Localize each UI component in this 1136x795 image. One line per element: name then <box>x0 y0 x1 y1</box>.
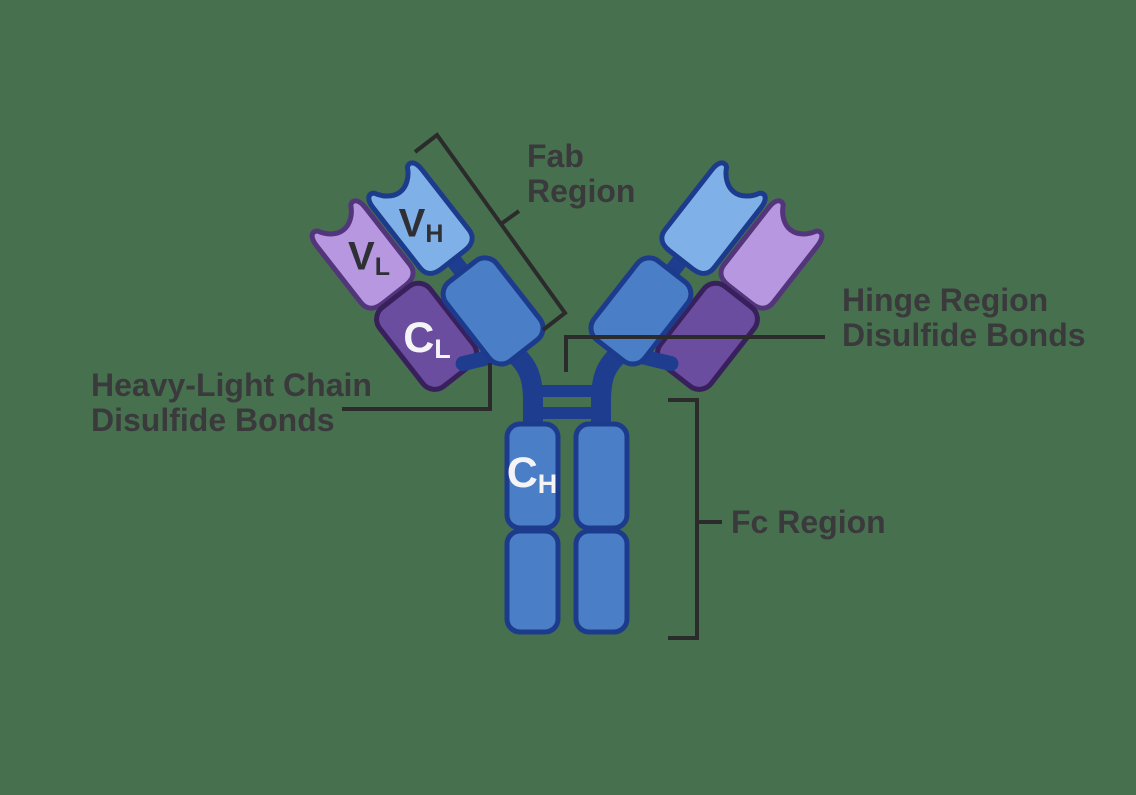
ch2-domain-right <box>573 421 630 531</box>
right-heavy-stalk <box>591 345 628 440</box>
vh-domain-left <box>366 160 475 276</box>
fc-region-domains <box>504 421 630 635</box>
ch-label-main: C <box>506 449 538 498</box>
heavy-light-chain-label-line1: Heavy-Light Chain <box>91 367 372 403</box>
ch-label-sub: H <box>537 468 558 499</box>
fc-region-label: Fc Region <box>731 505 886 540</box>
vl-domain-left <box>309 198 416 311</box>
fc-region-label-text: Fc Region <box>731 504 886 540</box>
hinge-region <box>506 345 628 440</box>
fc-region-bracket <box>668 398 699 640</box>
ch2-domain-left <box>504 421 561 531</box>
hinge-region-label-line1: Hinge Region <box>842 282 1049 318</box>
ch-domain-label: CH <box>507 452 558 498</box>
fab-region-label-line2: Region <box>527 173 636 209</box>
vl-domain-right <box>718 198 825 311</box>
left-heavy-stalk <box>506 345 543 440</box>
heavy-light-leader-line <box>342 363 492 411</box>
hinge-region-label: Hinge Region Disulfide Bonds <box>842 283 1086 353</box>
cl-domain-label: CL <box>403 317 451 363</box>
heavy-light-chain-label: Heavy-Light Chain Disulfide Bonds <box>91 368 372 438</box>
hinge-region-label-line2: Disulfide Bonds <box>842 317 1086 353</box>
hinge-disulfide-bond-bottom <box>529 407 605 419</box>
left-light-chain <box>309 198 479 392</box>
vh-label-main: V <box>398 201 426 246</box>
right-fab-arm <box>588 160 825 392</box>
fab-region-bracket-tick <box>499 209 521 226</box>
left-fab-arm <box>309 160 546 392</box>
hinge-region-leader-line <box>564 335 825 372</box>
hinge-disulfide-bond-top <box>529 385 605 397</box>
ch3-domain-left <box>504 528 561 635</box>
vh-domain-label: VH <box>399 203 444 247</box>
cl-domain-left <box>374 280 479 392</box>
cl-label-main: C <box>403 314 435 363</box>
vl-label-main: V <box>348 234 375 279</box>
vl-label-sub: L <box>374 252 390 281</box>
heavy-light-chain-label-line2: Disulfide Bonds <box>91 402 335 438</box>
vh-domain-right <box>659 160 768 276</box>
fab-region-label: Fab Region <box>527 139 635 209</box>
ch1-domain-left <box>440 255 546 367</box>
fab-region-label-line1: Fab <box>527 138 584 174</box>
vh-label-sub: H <box>425 219 444 248</box>
vl-domain-label: VL <box>348 236 390 280</box>
annotation-lines <box>342 132 825 640</box>
ch3-domain-right <box>573 528 630 635</box>
cl-label-sub: L <box>434 333 451 364</box>
